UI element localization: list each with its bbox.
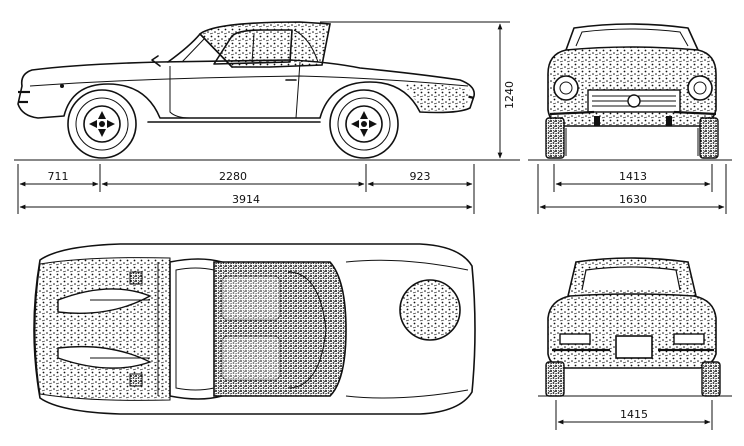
rear-wheel-side bbox=[329, 89, 399, 159]
dim-height: 1240 bbox=[503, 81, 516, 109]
dim-overhang-front: 711 bbox=[48, 170, 69, 183]
front-wheel-side bbox=[67, 89, 137, 159]
dim-overhang-rear: 923 bbox=[410, 170, 431, 183]
side-dimensions: 711 2280 923 3914 1240 bbox=[17, 21, 516, 214]
side-body bbox=[17, 59, 476, 119]
hood bbox=[34, 257, 171, 401]
dim-length: 3914 bbox=[232, 193, 260, 206]
windshield bbox=[167, 33, 233, 68]
top-view bbox=[33, 243, 476, 415]
rear-dimensions: 1415 bbox=[555, 400, 713, 430]
rear-view bbox=[538, 257, 732, 397]
dim-wheelbase: 2280 bbox=[219, 170, 247, 183]
dim-track-front: 1413 bbox=[619, 170, 647, 183]
front-view bbox=[528, 23, 732, 161]
rear-deck-circle bbox=[399, 279, 461, 341]
door bbox=[169, 61, 301, 119]
front-dimensions: 1413 1630 bbox=[537, 164, 727, 214]
top-body bbox=[33, 243, 476, 415]
cockpit-top bbox=[213, 261, 347, 397]
dim-width: 1630 bbox=[619, 193, 647, 206]
license-plate bbox=[615, 335, 653, 359]
side-view bbox=[14, 21, 520, 161]
dim-track-rear: 1415 bbox=[620, 408, 648, 421]
side-window bbox=[213, 29, 293, 65]
